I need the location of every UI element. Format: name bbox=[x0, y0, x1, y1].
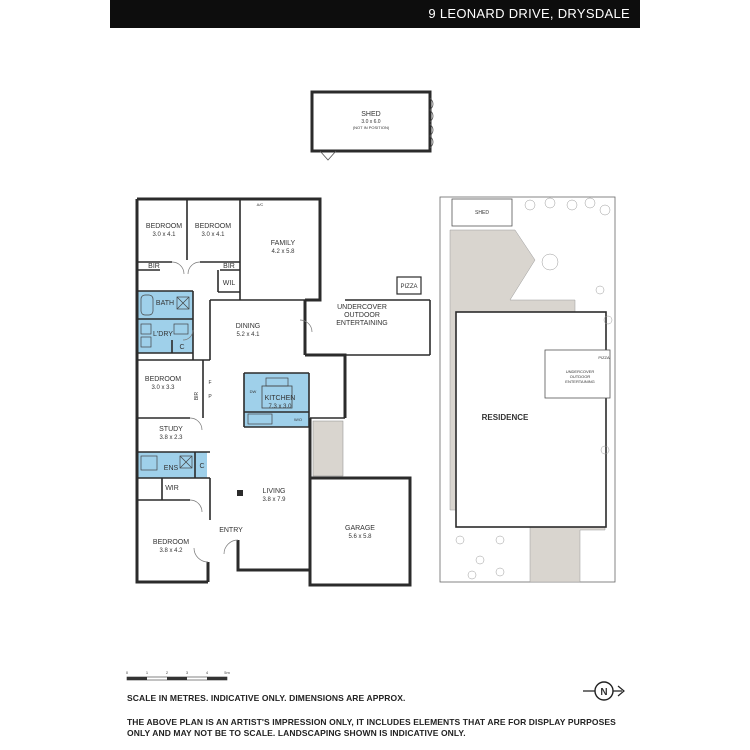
living-dims: 3.8 x 7.9 bbox=[262, 497, 286, 503]
study-dims: 3.8 x 2.3 bbox=[159, 435, 183, 441]
property-address-title: 9 LEONARD DRIVE, DRYSDALE bbox=[428, 6, 630, 21]
site-shed-label: SHED bbox=[475, 210, 489, 216]
pizza-oven-box bbox=[396, 276, 422, 295]
scale-tick-3: 3 bbox=[186, 670, 189, 675]
north-compass: N bbox=[583, 681, 625, 701]
scale-tick-2: 2 bbox=[166, 670, 169, 675]
wir-label: WIR bbox=[165, 485, 179, 492]
bedroom-1-label: BEDROOM bbox=[146, 223, 182, 230]
shed: SHED 3.0 x 6.0 (NOT IN POSITION) bbox=[310, 90, 434, 161]
wall-oven-label: W/O bbox=[294, 417, 302, 422]
site-undercover-label-1: UNDERCOVER bbox=[566, 369, 595, 374]
site-plan: SHED RESIDENCE PIZZA UNDERCOVER OUTDOOR … bbox=[439, 196, 616, 583]
bedroom-2-label: BEDROOM bbox=[195, 223, 231, 230]
dining-dims: 5.2 x 4.1 bbox=[236, 332, 260, 338]
dishwasher-label: DW bbox=[250, 389, 257, 394]
garage-label: GARAGE bbox=[345, 525, 375, 532]
bedroom-3-dims: 3.0 x 3.3 bbox=[151, 385, 175, 391]
kitchen-area bbox=[244, 373, 309, 427]
living-label: LIVING bbox=[263, 488, 286, 495]
bir-1-label: BIR bbox=[148, 263, 160, 270]
fridge-label: F bbox=[208, 380, 211, 386]
site-undercover-label-3: ENTERTAINING bbox=[565, 379, 594, 384]
garage-dims: 5.6 x 5.8 bbox=[348, 534, 372, 540]
ensuite-label: ENS bbox=[164, 465, 179, 472]
garage-step bbox=[312, 420, 344, 477]
shed-dims: 3.0 x 6.0 bbox=[361, 119, 380, 125]
laundry-label: L'DRY bbox=[153, 331, 173, 338]
compass-label: N bbox=[600, 687, 607, 698]
site-shed-box bbox=[451, 198, 513, 227]
dining-label: DINING bbox=[236, 323, 261, 330]
ac-label: A/C bbox=[257, 202, 264, 207]
scale-note: SCALE IN METRES. INDICATIVE ONLY. DIMENS… bbox=[127, 693, 406, 703]
site-undercover-box bbox=[544, 349, 611, 399]
site-undercover-label-2: OUTDOOR bbox=[570, 374, 591, 379]
wil-label: WIL bbox=[223, 280, 236, 287]
undercover-label-2: OUTDOOR bbox=[344, 312, 380, 319]
entry-label: ENTRY bbox=[219, 527, 243, 534]
disclaimer-line-1: THE ABOVE PLAN IS AN ARTIST'S IMPRESSION… bbox=[127, 717, 616, 727]
cupboard-1-label: C bbox=[179, 344, 184, 351]
bir-3-label: BIR bbox=[194, 391, 200, 400]
scale-tick-5: 5m bbox=[224, 670, 230, 675]
shed-label: SHED bbox=[361, 111, 380, 118]
scale-tick-0: 0 bbox=[126, 670, 129, 675]
site-residence-label: RESIDENCE bbox=[482, 413, 529, 422]
pizza-label: PIZZA bbox=[400, 284, 417, 290]
bedroom-3-label: BEDROOM bbox=[145, 376, 181, 383]
undercover-label-1: UNDERCOVER bbox=[337, 304, 387, 311]
kitchen-dims: 7.3 x 3.0 bbox=[268, 404, 292, 410]
scale-tick-1: 1 bbox=[146, 670, 149, 675]
bedroom-4-label: BEDROOM bbox=[153, 539, 189, 546]
bir-2-label: BIR bbox=[223, 263, 235, 270]
house-plan: BEDROOM 3.0 x 4.1 BEDROOM 3.0 x 4.1 A/C … bbox=[135, 197, 431, 587]
shed-note: (NOT IN POSITION) bbox=[353, 125, 390, 130]
undercover-label-3: ENTERTAINING bbox=[336, 320, 387, 327]
compass-icon bbox=[594, 681, 614, 701]
header-bar: 9 LEONARD DRIVE, DRYSDALE bbox=[110, 0, 640, 28]
cupboard-2-label: C bbox=[199, 463, 204, 470]
disclaimer-line-2: ONLY AND MAY NOT BE TO SCALE. LANDSCAPIN… bbox=[127, 728, 466, 738]
scale-tick-4: 4 bbox=[206, 670, 209, 675]
kitchen-label: KITCHEN bbox=[265, 395, 296, 402]
bath-area bbox=[137, 291, 193, 319]
bedroom-2-dims: 3.0 x 4.1 bbox=[201, 232, 225, 238]
kitchen-island bbox=[261, 385, 293, 409]
site-residence-box bbox=[455, 311, 607, 528]
living-dot bbox=[237, 490, 243, 496]
site-trees bbox=[455, 197, 613, 580]
pantry-label: P bbox=[208, 394, 212, 400]
study-label: STUDY bbox=[159, 426, 183, 433]
bedroom-4-dims: 3.8 x 4.2 bbox=[159, 548, 183, 554]
family-label: FAMILY bbox=[271, 240, 296, 247]
bedroom-1-dims: 3.0 x 4.1 bbox=[152, 232, 176, 238]
scale-bar: 0 1 2 3 4 5m bbox=[126, 670, 230, 681]
site-pizza-label: PIZZA bbox=[598, 355, 610, 360]
family-dims: 4.2 x 5.8 bbox=[271, 249, 295, 255]
bath-label: BATH bbox=[156, 300, 174, 307]
